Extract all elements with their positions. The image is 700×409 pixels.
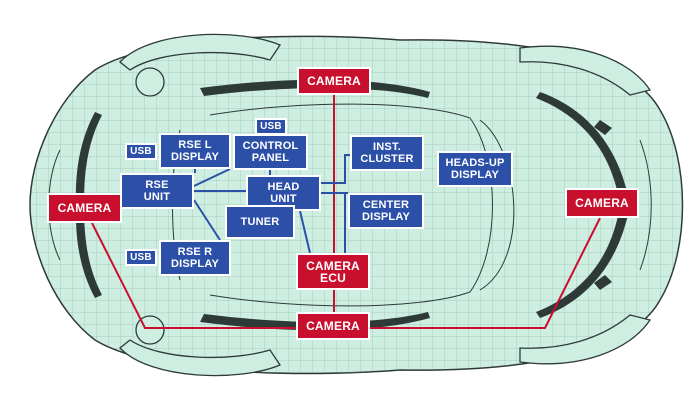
rse-l-display-box: RSE L DISPLAY [159,133,231,169]
tuner-box: TUNER [225,205,295,239]
camera-left-box: CAMERA [47,193,122,223]
red-link-left-camera [91,222,296,329]
rse-unit-box: RSE UNIT [120,173,194,209]
car-dark-panels [75,79,630,331]
blue-link-head-ecu [299,210,311,254]
control-panel-box: CONTROL PANEL [233,134,308,170]
camera-bottom-box: CAMERA [296,312,370,340]
camera-right-box: CAMERA [565,188,639,218]
usb-left-top-badge: USB [125,143,157,160]
rse-r-display-box: RSE R DISPLAY [159,240,231,276]
usb-top-badge: USB [255,118,287,135]
camera-top-box: CAMERA [297,67,371,95]
blue-link-rse-r [193,199,221,241]
blue-link-rse-unit-rsel [193,168,231,187]
red-link-right-camera [370,217,601,329]
inst-cluster-box: INST. CLUSTER [350,135,424,171]
blue-link-head-inst [321,154,350,184]
usb-left-bottom-badge: USB [125,249,157,266]
camera-ecu-box: CAMERA ECU [296,253,370,290]
heads-up-display-box: HEADS-UP DISPLAY [437,151,513,187]
center-display-box: CENTER DISPLAY [348,193,424,229]
car-wheel-arches [119,33,652,377]
